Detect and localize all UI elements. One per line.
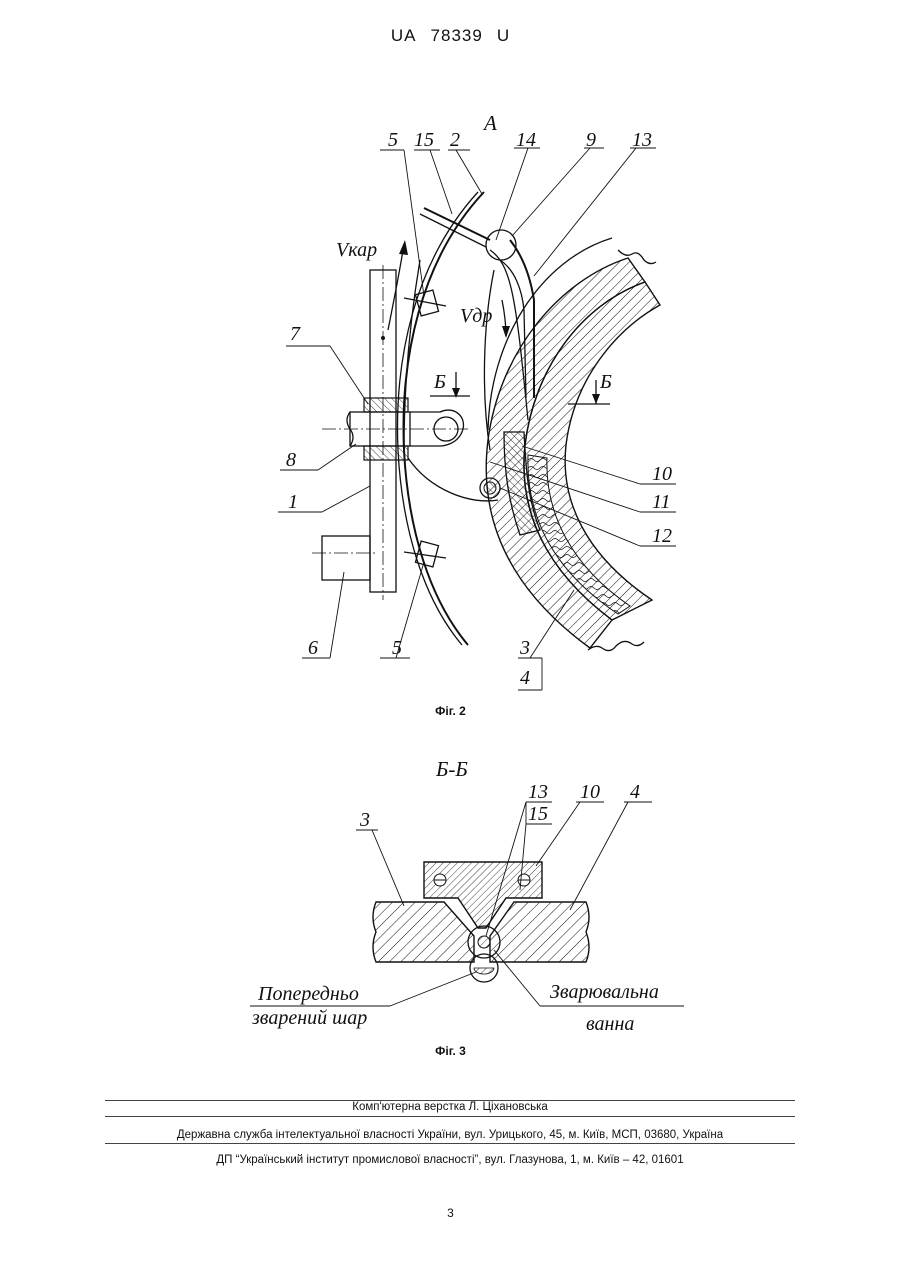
pipe-break-bottom bbox=[588, 641, 644, 650]
guide-rail-front bbox=[404, 260, 420, 450]
figure-2-caption: Фіг. 2 bbox=[0, 704, 901, 718]
label-9: 9 bbox=[586, 129, 596, 151]
wire-nut bbox=[486, 230, 516, 260]
footer-office: Державна служба інтелектуальної власност… bbox=[105, 1129, 795, 1141]
bushing-bottom bbox=[364, 446, 408, 460]
label-2: 2 bbox=[450, 129, 460, 151]
label-12: 12 bbox=[652, 525, 672, 547]
section-label-3: 3 bbox=[359, 809, 370, 831]
wire-tube-lower bbox=[420, 214, 486, 247]
label-7: 7 bbox=[290, 323, 301, 345]
label-6: 6 bbox=[308, 637, 318, 659]
section-label-10: 10 bbox=[580, 781, 600, 803]
section-arrowhead-right bbox=[592, 394, 600, 404]
label-14: 14 bbox=[516, 129, 536, 151]
wire-end bbox=[478, 936, 490, 948]
figure-3-caption: Фіг. 3 bbox=[0, 1044, 901, 1058]
footer-rule-middle bbox=[105, 1116, 795, 1117]
carriage-dot bbox=[381, 336, 385, 340]
view-label-a: A bbox=[482, 111, 497, 135]
label-b-left: Б bbox=[433, 371, 446, 393]
weld-pool-line2: ванна bbox=[586, 1013, 634, 1035]
figure-2-drawing: A bbox=[0, 0, 901, 700]
section-label-13: 13 bbox=[528, 781, 548, 803]
section-label-4: 4 bbox=[630, 781, 640, 803]
footer-rule-bottom bbox=[105, 1143, 795, 1144]
clamp-bottom-rod bbox=[404, 552, 446, 558]
figure-3-drawing: Б-Б 13 15 10 4 3 Попередньо зварений шар… bbox=[0, 740, 901, 1040]
plate-right bbox=[490, 902, 589, 962]
vkar-arrowhead bbox=[399, 240, 408, 255]
previous-layer-line1: Попередньо bbox=[257, 983, 359, 1005]
label-vdr: Vдр bbox=[460, 305, 492, 327]
page-number: 3 bbox=[0, 1206, 901, 1220]
previous-layer-fill bbox=[474, 968, 494, 974]
section-label-15: 15 bbox=[528, 803, 548, 825]
label-8: 8 bbox=[286, 449, 296, 471]
label-15: 15 bbox=[414, 129, 434, 151]
motor bbox=[322, 536, 370, 580]
label-vkar: Vкар bbox=[336, 239, 377, 261]
footer-compiler: Комп'ютерна верстка Л. Ціхановська bbox=[105, 1101, 795, 1113]
bushing-top bbox=[364, 398, 408, 412]
label-1: 1 bbox=[288, 491, 298, 513]
label-5-bottom: 5 bbox=[392, 637, 402, 659]
previous-layer-line2: зварений шар bbox=[251, 1007, 367, 1029]
wire-tube bbox=[424, 208, 490, 240]
label-10: 10 bbox=[652, 463, 672, 485]
label-5-top: 5 bbox=[388, 129, 398, 151]
weld-pool-line1: Зварювальна bbox=[550, 981, 659, 1003]
label-11: 11 bbox=[652, 491, 671, 513]
label-4: 4 bbox=[520, 667, 530, 689]
label-13: 13 bbox=[632, 129, 652, 151]
shoe-pivot-inner bbox=[484, 482, 496, 494]
arm bbox=[410, 410, 463, 446]
plate-left bbox=[373, 902, 474, 962]
label-b-right: Б bbox=[599, 371, 612, 393]
guide-rail-outer bbox=[404, 192, 484, 645]
section-label: Б-Б bbox=[435, 757, 468, 781]
footer-institute: ДП “Український інститут промислової вла… bbox=[105, 1154, 795, 1166]
clamp-top-rod bbox=[404, 298, 446, 306]
label-3: 3 bbox=[519, 637, 530, 659]
